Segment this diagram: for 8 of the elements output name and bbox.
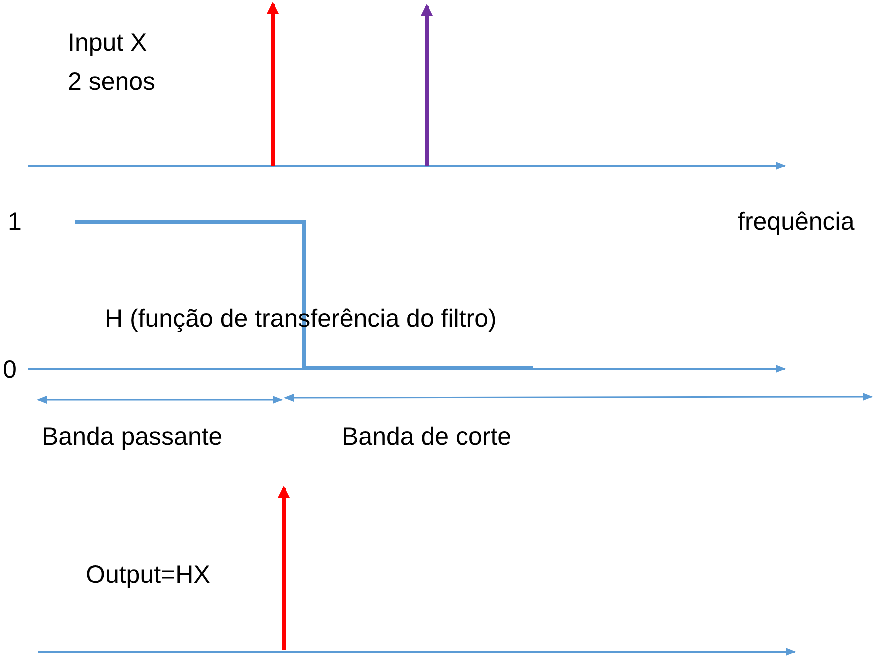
- tick-label: 0: [3, 355, 17, 385]
- band-label: Banda de corte: [342, 422, 512, 452]
- tick-label: 1: [8, 207, 22, 237]
- signal-label: Output=HX: [86, 560, 210, 590]
- signal-label: Input X: [68, 28, 148, 58]
- band-label: Banda passante: [42, 422, 223, 452]
- signal-label: 2 senos: [68, 67, 156, 97]
- axis-label: frequência: [738, 207, 855, 237]
